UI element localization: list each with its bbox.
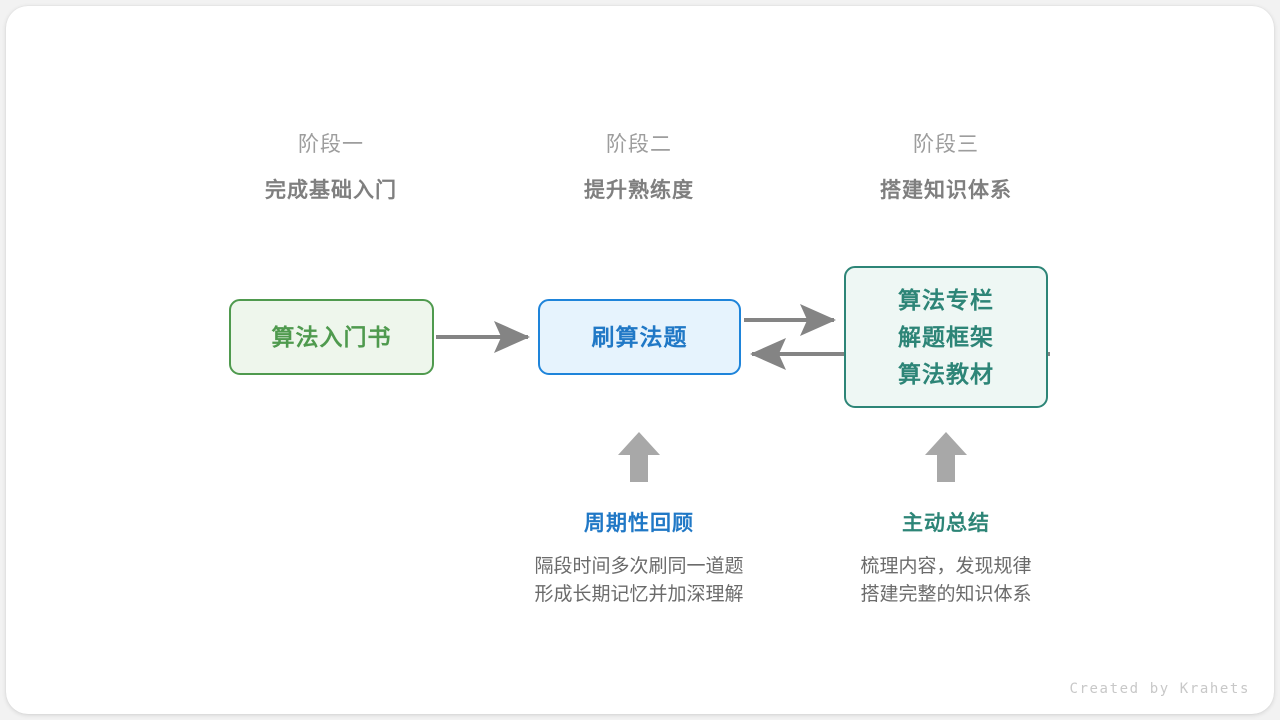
caption-periodic-review-body: 隔段时间多次刷同一道题 形成长期记忆并加深理解	[489, 553, 789, 609]
stage-header-1: 阶段一 完成基础入门	[201, 130, 461, 206]
node-algorithm-book[interactable]: 算法入门书	[229, 299, 434, 375]
caption-periodic-review: 周期性回顾 隔段时间多次刷同一道题 形成长期记忆并加深理解	[489, 509, 789, 609]
node-algorithm-book-line-1: 算法入门书	[271, 323, 392, 350]
node-learning-resources-line-1: 算法专栏	[898, 286, 994, 313]
caption-periodic-review-body-line-1: 隔段时间多次刷同一道题	[534, 556, 744, 577]
stage-title-3: 搭建知识体系	[880, 179, 1012, 202]
stage-title-1: 完成基础入门	[265, 179, 397, 202]
node-practice-problems[interactable]: 刷算法题	[538, 299, 741, 375]
stage-title-2: 提升熟练度	[584, 179, 694, 202]
caption-active-summary-body-line-1: 梳理内容，发现规律	[860, 556, 1032, 577]
node-learning-resources-line-3: 算法教材	[898, 360, 994, 387]
caption-periodic-review-title: 周期性回顾	[584, 512, 694, 535]
stage-label-3: 阶段三	[913, 133, 979, 156]
caption-active-summary-title: 主动总结	[902, 512, 990, 535]
stage-header-3: 阶段三 搭建知识体系	[816, 130, 1076, 206]
caption-periodic-review-body-line-2: 形成长期记忆并加深理解	[534, 584, 744, 605]
node-practice-problems-line-1: 刷算法题	[591, 323, 688, 350]
node-learning-resources-line-2: 解题框架	[898, 323, 994, 350]
caption-active-summary-body: 梳理内容，发现规律 搭建完整的知识体系	[796, 553, 1096, 609]
caption-active-summary-body-line-2: 搭建完整的知识体系	[860, 584, 1032, 605]
caption-active-summary: 主动总结 梳理内容，发现规律 搭建完整的知识体系	[796, 509, 1096, 609]
stage-label-2: 阶段二	[606, 133, 672, 156]
stage-label-1: 阶段一	[298, 133, 364, 156]
node-learning-resources[interactable]: 算法专栏 解题框架 算法教材	[844, 266, 1048, 408]
stage-header-2: 阶段二 提升熟练度	[509, 130, 769, 206]
credit-text: Created by Krahets	[1069, 681, 1250, 697]
